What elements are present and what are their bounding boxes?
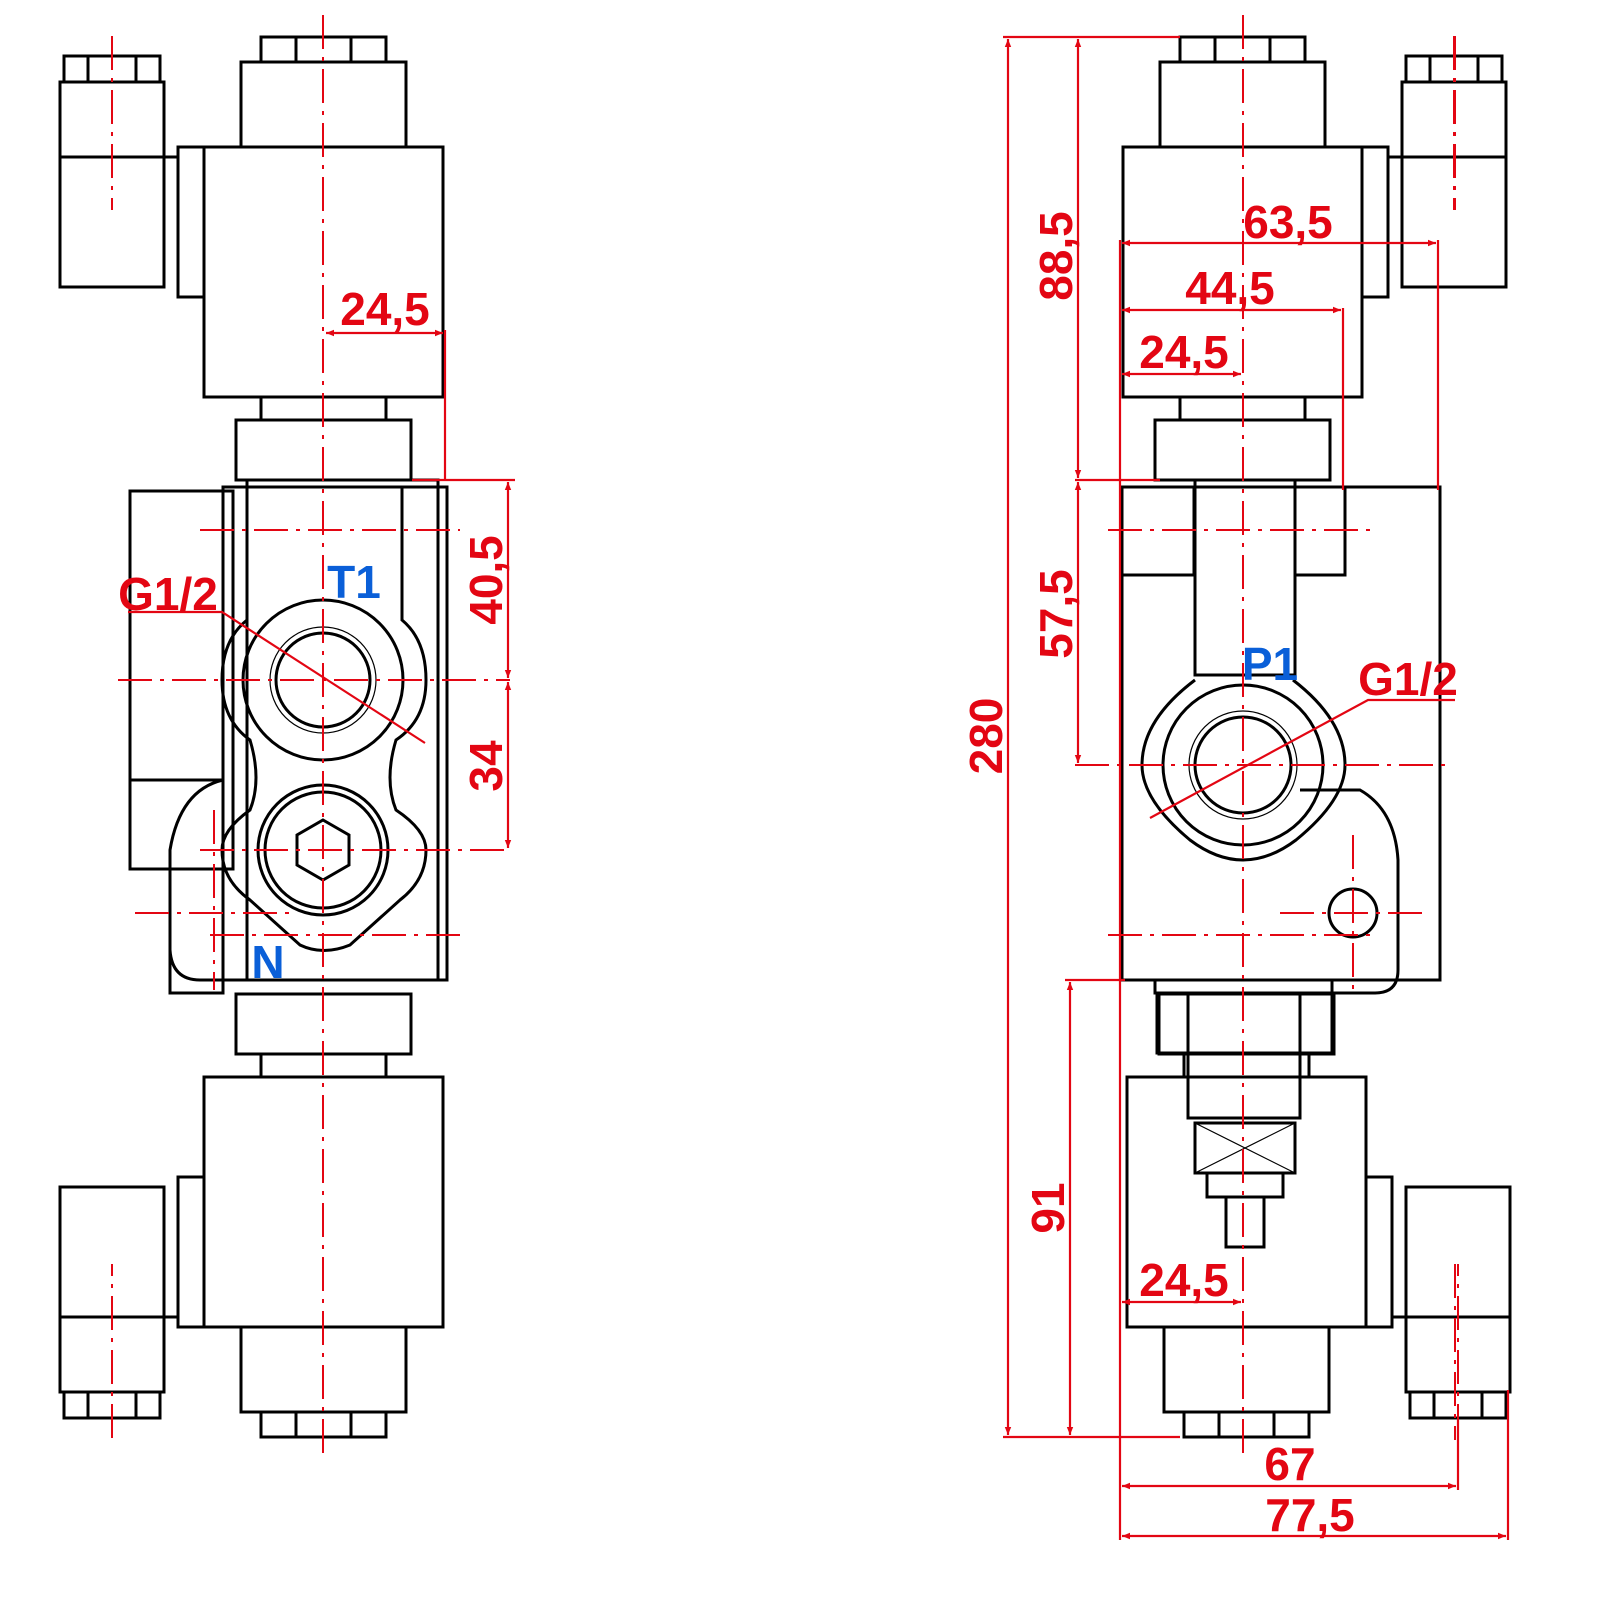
dim-bottom-label: 91: [1022, 1182, 1074, 1233]
dim-w775-label: 77,5: [1265, 1489, 1355, 1541]
lower-solenoid: [1125, 992, 1512, 1440]
dim-lower-label: 34: [460, 740, 512, 792]
dim-upper-label: 40,5: [460, 535, 512, 625]
thread-label: G1/2: [118, 568, 218, 620]
dim-coil-top-label: 88,5: [1030, 211, 1082, 301]
port-t1-label: T1: [327, 556, 381, 608]
dim-w445-label: 44,5: [1185, 262, 1275, 314]
valve-body: [128, 478, 449, 995]
port-p1-label: P1: [1242, 638, 1298, 690]
dim-w67-label: 67: [1264, 1438, 1315, 1490]
right-view: 280 88,5 57,5 91 63,5 44,5 24,5 24,5 67 …: [960, 15, 1512, 1541]
left-view: 24,5 40,5 34 G1/2 T1 N: [58, 15, 515, 1460]
dim-port-height-label: 57,5: [1030, 569, 1082, 659]
valve-body: [1120, 478, 1442, 1249]
dim-offset-label: 24,5: [340, 283, 430, 335]
lower-solenoid: [58, 992, 445, 1440]
dim-w245-bottom-label: 24,5: [1139, 1254, 1229, 1306]
upper-solenoid: [58, 34, 445, 482]
thread-label: G1/2: [1358, 653, 1458, 705]
dim-w635-label: 63,5: [1243, 196, 1333, 248]
port-n-label: N: [251, 936, 284, 988]
upper-solenoid: [1121, 34, 1508, 482]
dim-w245-top-label: 24,5: [1139, 326, 1229, 378]
dim-overall-label: 280: [960, 698, 1012, 775]
